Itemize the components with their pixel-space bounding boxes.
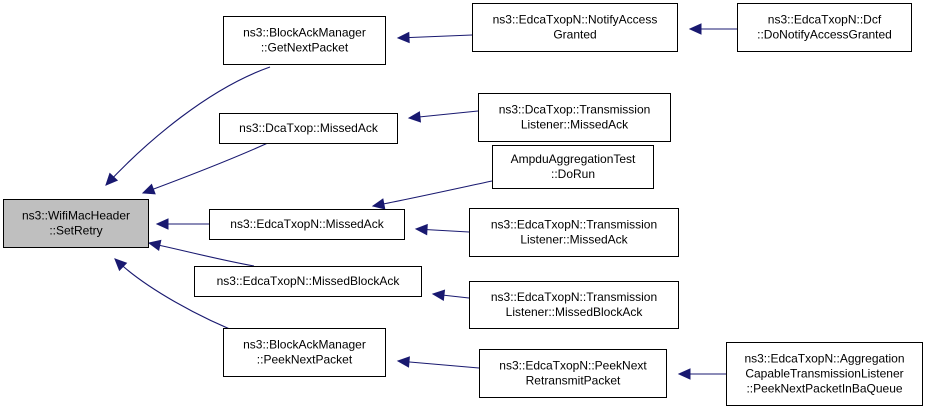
node-box (469, 208, 679, 257)
node-edca-missed[interactable]: ns3::EdcaTxopN::MissedAck (209, 209, 405, 240)
node-root[interactable]: ns3::WifiMacHeader::SetRetry (3, 199, 149, 248)
edge-ampdu_dorun-to-edca_missed (371, 180, 493, 210)
arrowhead-icon (114, 258, 128, 272)
node-dca-tl-missed[interactable]: ns3::DcaTxop::TransmissionListener::Miss… (478, 93, 671, 142)
node-label-line: ::DoNotifyAccessGranted (757, 28, 892, 42)
arrowhead-icon (396, 31, 410, 44)
node-ampdu-dorun[interactable]: AmpduAggregationTest::DoRun (492, 145, 654, 189)
node-edca-notify[interactable]: ns3::EdcaTxopN::NotifyAccessGranted (472, 3, 678, 52)
node-label-line: ::PeekNextPacket (257, 353, 353, 367)
edge-edca_missedblock-to-root (147, 239, 255, 267)
arrowhead-icon (431, 289, 446, 302)
node-label-line: ns3::EdcaTxopN::PeekNext (499, 359, 647, 373)
edge-dca_tl_missed-to-dca_missed (407, 110, 479, 123)
node-label-line: ns3::EdcaTxopN::Transmission (491, 218, 657, 232)
node-label-line: ns3::EdcaTxopN::MissedBlockAck (217, 274, 401, 288)
edge-line (408, 110, 479, 119)
node-label-line: ::DoRun (551, 167, 595, 181)
node-bam-get[interactable]: ns3::BlockAckManager::GetNextPacket (223, 16, 386, 65)
arrowhead-icon (396, 356, 410, 368)
edge-line (148, 242, 255, 267)
edge-edca_peek_retx-to-bam_peek (396, 356, 480, 369)
node-box (219, 113, 398, 144)
node-label-line: ns3::EdcaTxopN::Aggregation (744, 352, 904, 366)
arrowhead-icon (371, 198, 386, 210)
edge-edca_dcf-to-edca_notify (688, 23, 737, 35)
node-label-line: ns3::BlockAckManager (243, 26, 366, 40)
node-label-line: ::PeekNextPacketInBaQueue (746, 382, 902, 396)
edge-line (105, 66, 271, 186)
edge-edca_aggr_peek-to-edca_peek_retx (677, 368, 726, 380)
arrowhead-icon (688, 23, 702, 35)
arrowhead-icon (105, 172, 119, 186)
node-box (472, 3, 678, 52)
node-edca-tl-missedblock[interactable]: ns3::EdcaTxopN::TransmissionListener::Mi… (469, 281, 679, 329)
node-box (209, 209, 405, 240)
node-label-line: Listener::MissedAck (521, 118, 629, 132)
node-label-line: ns3::WifiMacHeader (22, 209, 130, 223)
node-label-line: ns3::DcaTxop::Transmission (499, 103, 651, 117)
arrowhead-icon (141, 183, 156, 195)
node-box (478, 93, 671, 142)
arrowhead-icon (407, 111, 422, 123)
node-label-line: ::SetRetry (49, 224, 102, 238)
edge-dca_missed-to-root (141, 141, 271, 195)
node-box (3, 199, 149, 248)
node-label-line: AmpduAggregationTest (511, 152, 636, 166)
node-label-line: ::GetNextPacket (261, 41, 349, 55)
edge-edca_tl_missedblock-to-edca_missedblock (431, 289, 470, 302)
node-box (726, 342, 923, 406)
edge-line (397, 360, 480, 369)
node-label-line: ns3::EdcaTxopN::Transmission (491, 290, 657, 304)
node-box (223, 328, 386, 377)
node-box (737, 3, 912, 52)
edge-edca_notify-to-bam_get (396, 31, 473, 44)
node-label-line: RetransmitPacket (526, 374, 621, 388)
node-box (194, 266, 422, 297)
edge-bam_get-to-root (105, 66, 271, 186)
node-edca-aggr-peek[interactable]: ns3::EdcaTxopN::AggregationCapableTransm… (726, 342, 923, 406)
node-label-line: Listener::MissedBlockAck (506, 305, 644, 319)
nodes-layer: ns3::WifiMacHeader::SetRetryns3::BlockAc… (3, 3, 923, 406)
edge-line (372, 180, 493, 207)
node-dca-missed[interactable]: ns3::DcaTxop::MissedAck (219, 113, 398, 144)
node-edca-tl-missed[interactable]: ns3::EdcaTxopN::TransmissionListener::Mi… (469, 208, 679, 257)
node-label-line: Granted (553, 28, 596, 42)
node-label-line: Listener::MissedAck (520, 233, 628, 247)
node-label-line: CapableTransmissionListener (745, 367, 903, 381)
node-label-line: ns3::EdcaTxopN::MissedAck (230, 217, 384, 231)
node-bam-peek[interactable]: ns3::BlockAckManager::PeekNextPacket (223, 328, 386, 377)
node-label-line: ns3::EdcaTxopN::NotifyAccess (493, 13, 658, 27)
node-label-line: ns3::EdcaTxopN::Dcf (768, 13, 882, 27)
node-edca-dcf[interactable]: ns3::EdcaTxopN::Dcf::DoNotifyAccessGrant… (737, 3, 912, 52)
edge-line (397, 34, 473, 39)
node-box (492, 145, 654, 189)
node-label-line: ns3::BlockAckManager (243, 338, 366, 352)
node-label-line: ns3::DcaTxop::MissedAck (239, 121, 379, 135)
node-edca-missedblock[interactable]: ns3::EdcaTxopN::MissedBlockAck (194, 266, 422, 297)
arrowhead-icon (155, 218, 169, 230)
node-box (479, 349, 667, 398)
node-box (223, 16, 386, 65)
arrowhead-icon (147, 239, 162, 252)
arrowhead-icon (677, 368, 691, 380)
node-box (469, 281, 679, 329)
edge-line (142, 141, 271, 194)
arrowhead-icon (414, 223, 428, 236)
edge-edca_tl_missed-to-edca_missed (414, 223, 470, 236)
edge-edca_missed-to-root (155, 218, 209, 230)
